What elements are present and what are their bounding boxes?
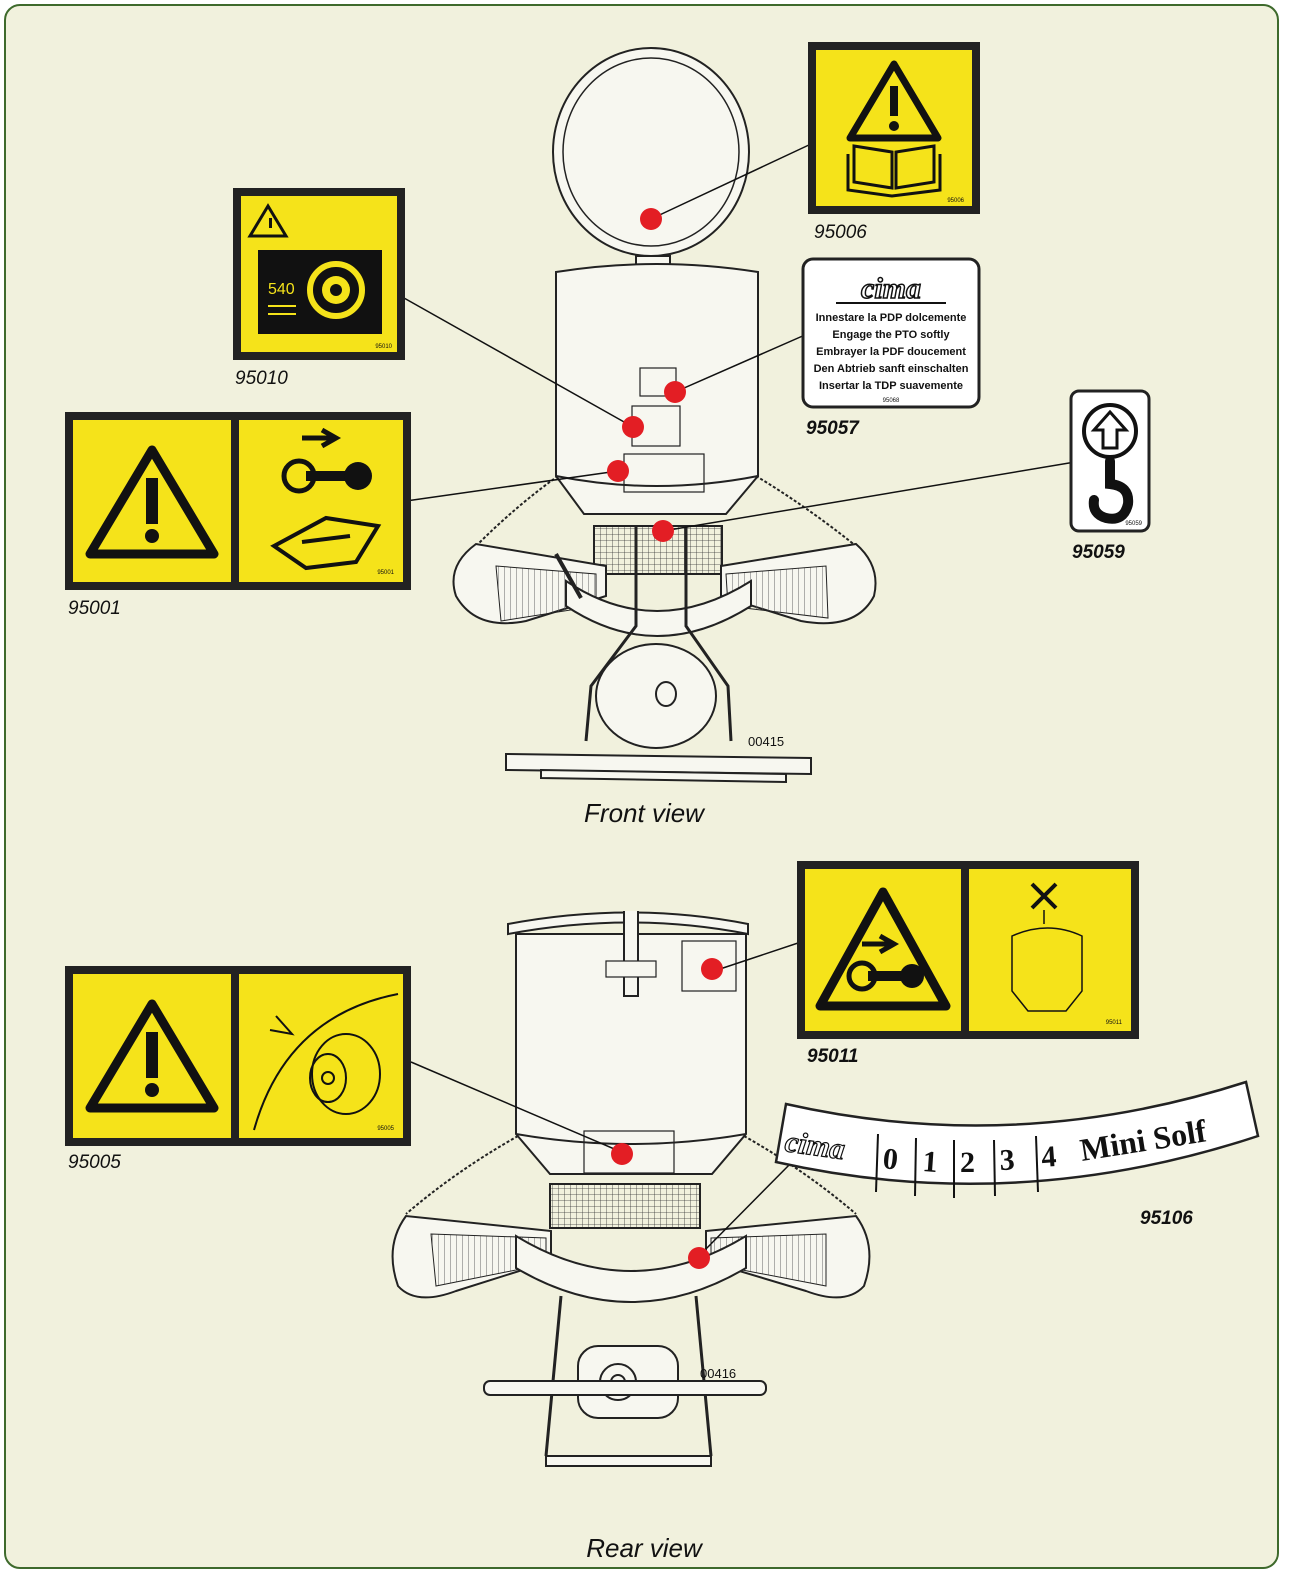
marker-95057 bbox=[664, 381, 686, 403]
diagram-frame: 95006 95006 540 95010 95010 cima Innesta… bbox=[4, 4, 1279, 1569]
scale-mark-4: 4 bbox=[1040, 1140, 1057, 1174]
instruction-en: Engage the PTO softly bbox=[832, 329, 950, 341]
marker-95005 bbox=[611, 1143, 633, 1165]
instruction-it: Innestare la PDP dolcemente bbox=[816, 312, 967, 324]
scale-mark-2: 2 bbox=[960, 1146, 975, 1179]
label-95001: 95001 bbox=[68, 598, 121, 619]
front-hopper bbox=[556, 264, 758, 514]
label-95010: 95010 bbox=[235, 368, 288, 389]
decal-95006-ref: 95006 bbox=[947, 198, 964, 204]
label-95106: 95106 bbox=[1140, 1208, 1193, 1229]
decal-95011: 95011 bbox=[797, 861, 1139, 1039]
decal-95057-ref: 95068 bbox=[883, 398, 900, 404]
decal-95005-ref: 95005 bbox=[377, 1126, 394, 1132]
decal-95005: 95005 bbox=[65, 966, 411, 1146]
decal-95001: 95001 bbox=[65, 412, 411, 590]
label-95011: 95011 bbox=[807, 1046, 858, 1067]
marker-95010 bbox=[622, 416, 644, 438]
safety-decals-diagram: 95006 95006 540 95010 95010 cima Innesta… bbox=[6, 6, 1279, 1569]
decal-95059: 95059 bbox=[1071, 391, 1149, 531]
label-95005: 95005 bbox=[68, 1152, 121, 1173]
decal-95010-ref: 95010 bbox=[375, 344, 392, 350]
label-95059: 95059 bbox=[1072, 542, 1125, 563]
scale-mark-1: 1 bbox=[922, 1145, 939, 1179]
label-95057: 95057 bbox=[806, 418, 860, 439]
decal-95006: 95006 bbox=[808, 42, 980, 214]
decal-95106: cima 0 1 2 3 4 Mini Solf bbox=[776, 1082, 1258, 1198]
marker-95106 bbox=[688, 1247, 710, 1269]
rear-shaft bbox=[484, 1381, 766, 1395]
rear-view-title: Rear view bbox=[586, 1533, 704, 1563]
front-view-title: Front view bbox=[584, 798, 706, 828]
front-drawing-ref: 00415 bbox=[748, 734, 784, 749]
decal-95001-ref: 95001 bbox=[377, 570, 394, 576]
label-95006: 95006 bbox=[814, 222, 867, 243]
decal-95057: cima Innestare la PDP dolcemente Engage … bbox=[803, 259, 979, 407]
decal-95011-ref: 95011 bbox=[1106, 1020, 1123, 1026]
instruction-fr: Embrayer la PDF doucement bbox=[816, 346, 966, 358]
marker-95011 bbox=[701, 958, 723, 980]
decal-95010: 540 95010 bbox=[233, 188, 405, 360]
rear-mesh-ring bbox=[550, 1184, 700, 1228]
pto-speed-label: 540 bbox=[268, 281, 295, 298]
decal-95059-ref: 95059 bbox=[1125, 521, 1142, 527]
marker-95006 bbox=[640, 208, 662, 230]
instruction-es: Insertar la TDP suavemente bbox=[819, 380, 963, 392]
instruction-de: Den Abtrieb sanft einschalten bbox=[814, 363, 969, 375]
marker-95001 bbox=[607, 460, 629, 482]
scale-mark-3: 3 bbox=[999, 1143, 1015, 1177]
cima-logo: cima bbox=[861, 272, 921, 305]
rear-drawing-ref: 00416 bbox=[700, 1366, 736, 1381]
marker-95059 bbox=[652, 520, 674, 542]
